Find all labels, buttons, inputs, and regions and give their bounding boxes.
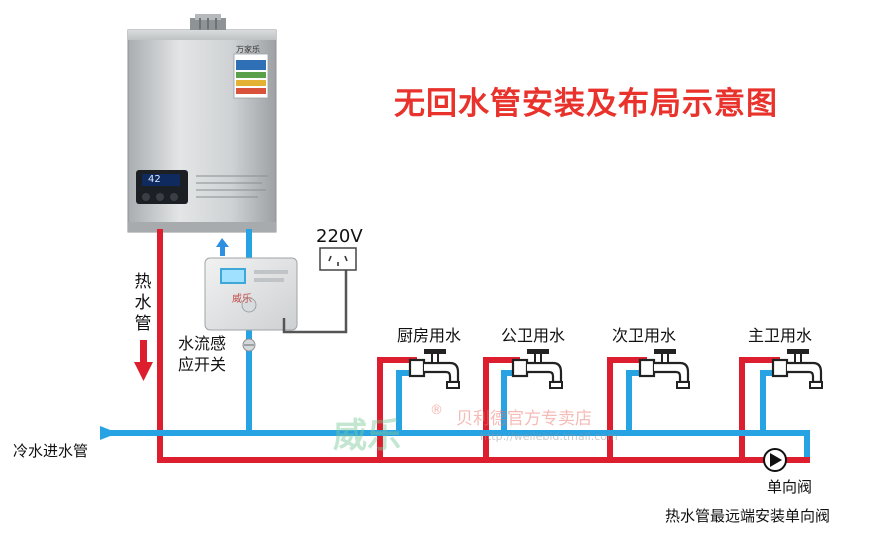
- check-valve-label: 单向阀: [767, 478, 813, 496]
- power-cable: [282, 270, 348, 334]
- faucet-icon: [408, 349, 460, 389]
- faucet-icon: [638, 349, 690, 389]
- flow-switch-label-line1: 水流感: [178, 334, 227, 353]
- cold-inlet-arrow: [100, 426, 118, 440]
- hot-pipes: [157, 229, 810, 463]
- fixture-label-master-bath: 主卫用水: [748, 326, 813, 345]
- faucet-icon: [511, 349, 563, 389]
- circulation-pump: [204, 257, 298, 331]
- page-title: 无回水管安装及布局示意图: [394, 86, 778, 122]
- fixture-label-public-bath: 公卫用水: [501, 326, 566, 345]
- heater-brand-label: 万家乐: [236, 45, 260, 54]
- fixture-label-second-bath: 次卫用水: [612, 326, 677, 345]
- watermark-url: http://weilebld.tmall.com: [480, 430, 618, 443]
- water-heater: [127, 14, 277, 233]
- hot-pipe-label: 热水管: [134, 272, 152, 334]
- footnote: 热水管最远端安装单向阀: [665, 507, 831, 525]
- hot-flow-down-arrow: [134, 340, 153, 381]
- pump-brand-label: 威乐: [232, 294, 252, 305]
- watermark-registered-mark: ®: [430, 403, 443, 418]
- flow-up-arrow: [216, 238, 229, 256]
- watermark-brand: 威乐: [333, 416, 401, 456]
- faucet-icon: [771, 349, 823, 389]
- flow-sensor-switch: [242, 338, 256, 352]
- flow-switch-label-line2: 应开关: [178, 355, 227, 374]
- voltage-label: 220V: [316, 226, 363, 247]
- cold-inlet-label: 冷水进水管: [13, 442, 89, 460]
- check-valve-icon: [763, 448, 787, 472]
- heater-display: 42: [148, 174, 161, 185]
- fixture-label-kitchen: 厨房用水: [397, 326, 462, 345]
- watermark-store: 贝利德官方专卖店: [456, 409, 592, 429]
- power-socket: [319, 247, 357, 271]
